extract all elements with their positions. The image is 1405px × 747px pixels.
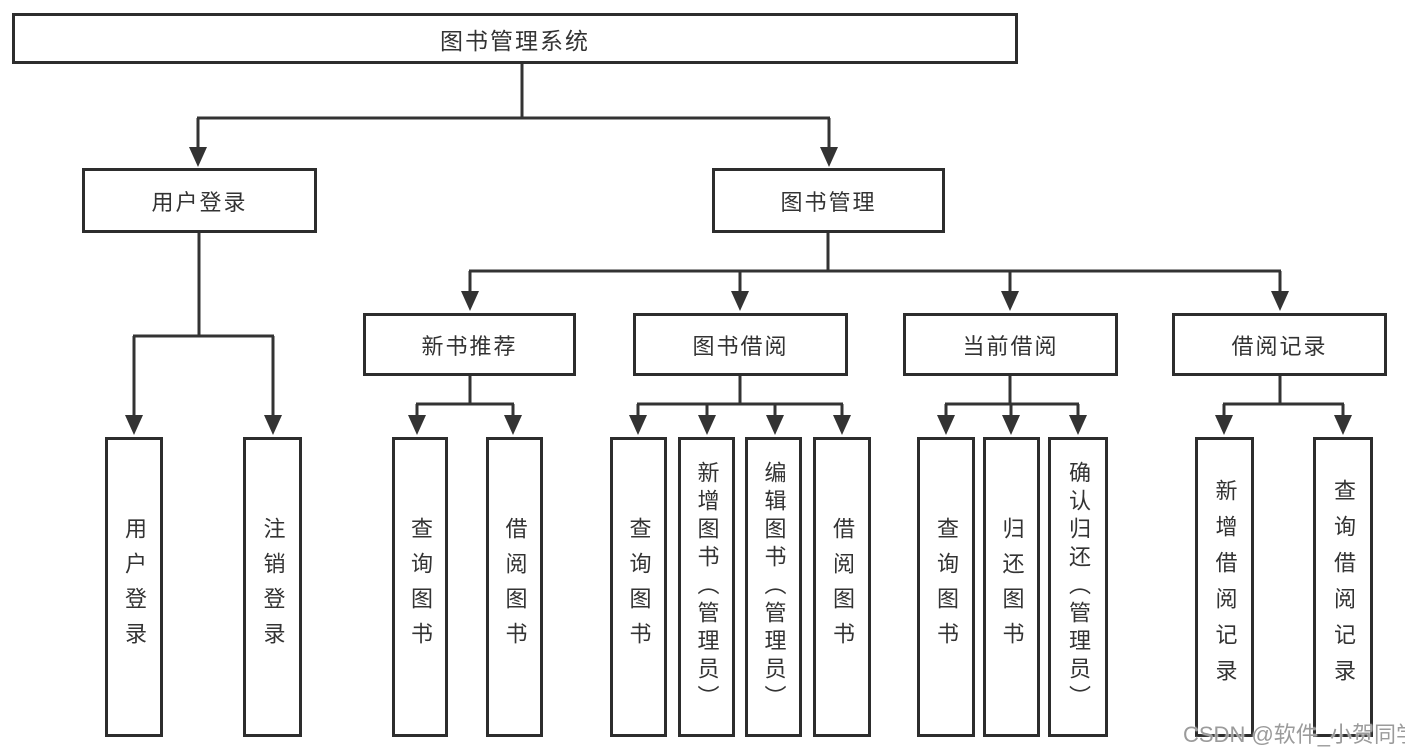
arrowhead-icon bbox=[820, 147, 838, 167]
node-label: 用户登录 bbox=[151, 189, 248, 215]
arrowhead-icon bbox=[833, 415, 851, 435]
connector-user-login-children bbox=[125, 232, 282, 435]
node-current-borrowing: 当前借阅 bbox=[903, 313, 1118, 376]
node-label: 确认归还（管理员） bbox=[1066, 461, 1091, 713]
node-label: 当前借阅 bbox=[962, 333, 1059, 359]
leaf-confirm-return-admin: 确认归还（管理员） bbox=[1048, 437, 1108, 737]
leaf-query-books-recommend: 查询图书 bbox=[392, 437, 448, 737]
node-label: 图书管理系统 bbox=[440, 27, 590, 54]
node-book-management: 图书管理 bbox=[712, 168, 945, 233]
leaf-borrow-books-recommend: 借阅图书 bbox=[486, 437, 543, 737]
node-label: 查询借阅记录 bbox=[1331, 479, 1356, 695]
node-library-management-system: 图书管理系统 bbox=[12, 13, 1018, 64]
arrowhead-icon bbox=[408, 415, 426, 435]
connector-level3-stems bbox=[416, 375, 1344, 406]
arrowhead-icon bbox=[125, 415, 143, 435]
arrowhead-icon bbox=[1215, 415, 1233, 435]
arrowhead-icon bbox=[698, 415, 716, 435]
node-label: 借阅记录 bbox=[1231, 333, 1328, 359]
node-label: 新书推荐 bbox=[421, 333, 518, 359]
node-user-login: 用户登录 bbox=[82, 168, 317, 233]
connector-leaf-arrows bbox=[408, 404, 1352, 435]
arrowhead-icon bbox=[189, 147, 207, 167]
node-label: 查询图书 bbox=[934, 517, 959, 657]
arrowhead-icon bbox=[731, 291, 749, 311]
node-label: 编辑图书（管理员） bbox=[761, 461, 787, 713]
node-label: 查询图书 bbox=[408, 517, 433, 657]
node-new-book-recommendation: 新书推荐 bbox=[363, 313, 576, 376]
connector-root-to-level2 bbox=[189, 64, 838, 167]
arrowhead-icon bbox=[1001, 291, 1019, 311]
leaf-query-books-current: 查询图书 bbox=[917, 437, 975, 737]
node-label: 新增借阅记录 bbox=[1212, 479, 1238, 695]
leaf-user-login: 用户登录 bbox=[105, 437, 163, 737]
node-label: 借阅图书 bbox=[830, 517, 855, 657]
watermark: CSDN @软件_小贺同学 bbox=[1183, 722, 1405, 747]
leaf-add-borrow-record: 新增借阅记录 bbox=[1195, 437, 1254, 737]
node-borrowing-records: 借阅记录 bbox=[1172, 313, 1387, 376]
leaf-query-books-borrow: 查询图书 bbox=[610, 437, 667, 737]
arrowhead-icon bbox=[1069, 415, 1087, 435]
node-label: 用户登录 bbox=[122, 517, 147, 657]
leaf-return-books: 归还图书 bbox=[983, 437, 1040, 737]
node-label: 新增图书（管理员） bbox=[694, 461, 720, 713]
leaf-borrow-books: 借阅图书 bbox=[813, 437, 871, 737]
leaf-add-book-admin: 新增图书（管理员） bbox=[678, 437, 735, 737]
arrowhead-icon bbox=[264, 415, 282, 435]
arrowhead-icon bbox=[629, 415, 647, 435]
leaf-logout: 注销登录 bbox=[243, 437, 302, 737]
arrowhead-icon bbox=[1271, 291, 1289, 311]
arrowhead-icon bbox=[1334, 415, 1352, 435]
node-label: 查询图书 bbox=[626, 517, 652, 657]
node-label: 归还图书 bbox=[999, 517, 1025, 657]
leaf-edit-book-admin: 编辑图书（管理员） bbox=[745, 437, 802, 737]
arrowhead-icon bbox=[766, 415, 784, 435]
node-label: 图书管理 bbox=[780, 189, 877, 215]
node-label: 图书借阅 bbox=[692, 333, 789, 359]
leaf-query-borrow-record: 查询借阅记录 bbox=[1313, 437, 1373, 737]
node-label: 注销登录 bbox=[260, 517, 286, 657]
node-label: 借阅图书 bbox=[502, 517, 528, 657]
arrowhead-icon bbox=[1002, 415, 1020, 435]
arrowhead-icon bbox=[461, 291, 479, 311]
arrowhead-icon bbox=[504, 415, 522, 435]
arrowhead-icon bbox=[937, 415, 955, 435]
node-book-borrowing: 图书借阅 bbox=[633, 313, 848, 376]
connector-book-management-children bbox=[461, 232, 1289, 311]
